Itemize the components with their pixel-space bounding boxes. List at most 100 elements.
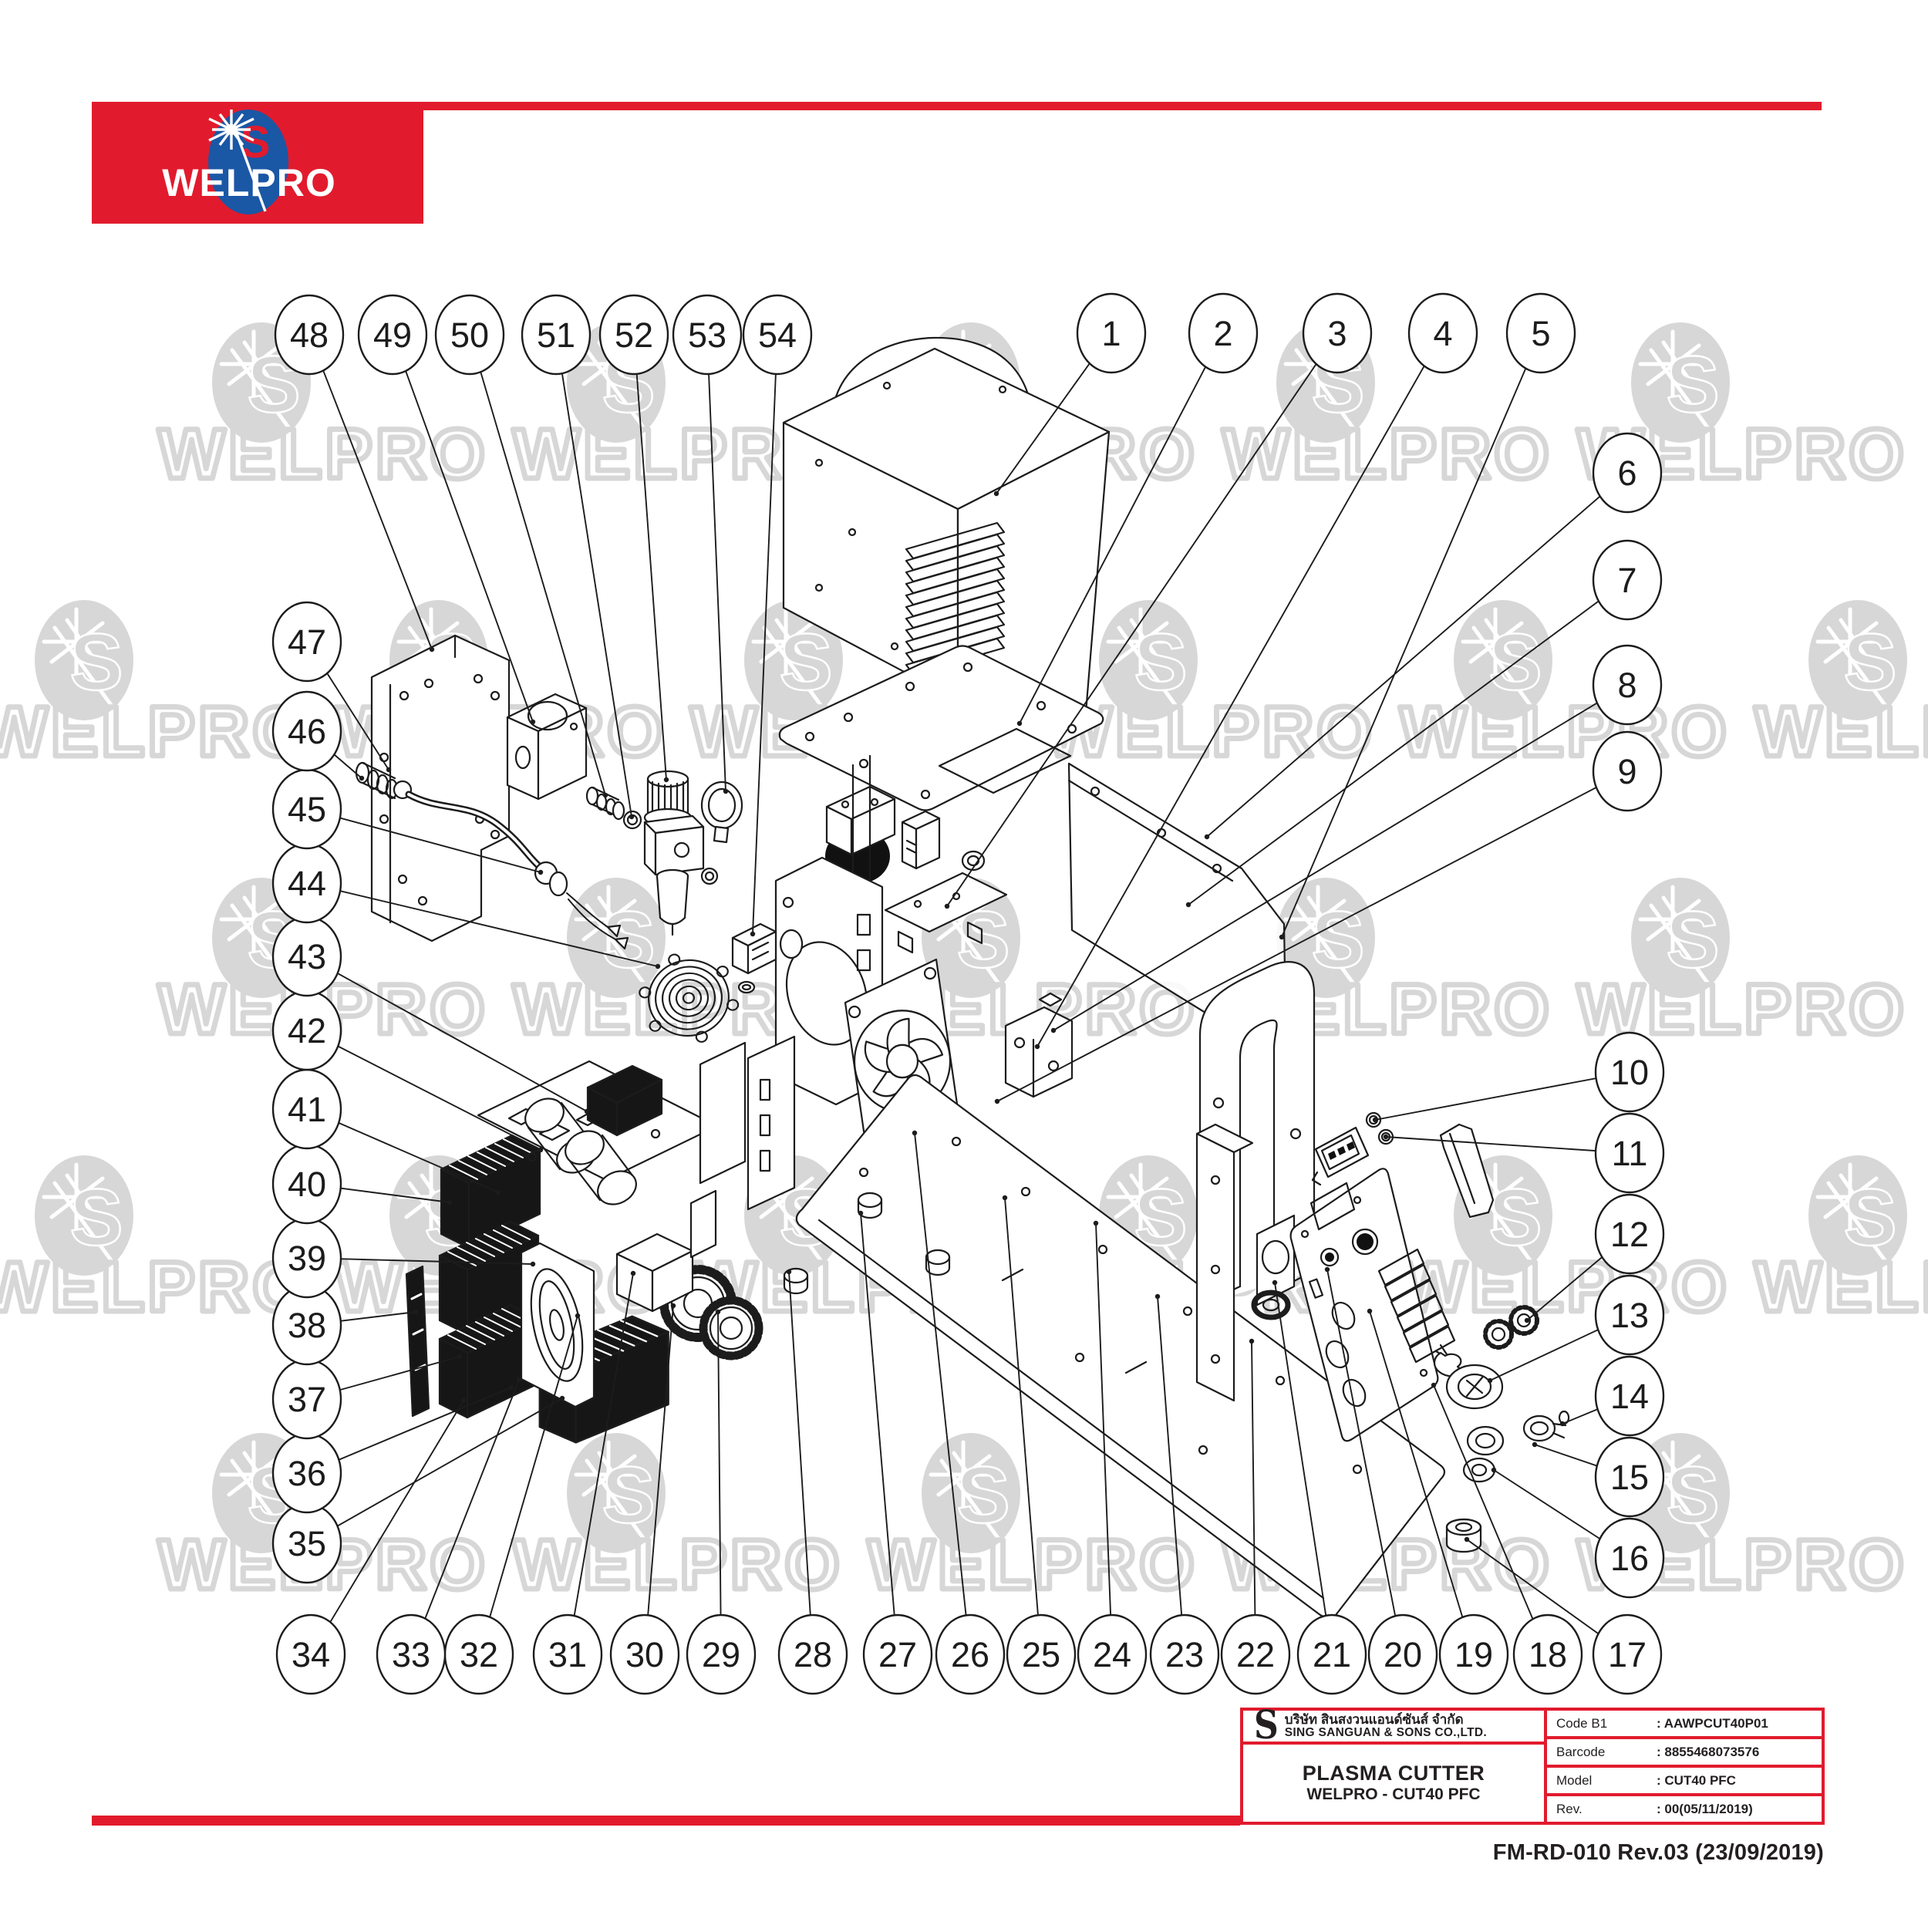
callout-number: 28 <box>794 1635 832 1674</box>
svg-text:S: S <box>1134 618 1187 707</box>
callout-40: 40 <box>271 1143 342 1225</box>
callout-number: 53 <box>688 315 726 355</box>
row-rev-value: : 00(05/11/2019) <box>1657 1801 1753 1816</box>
product-subtitle: WELPRO - CUT40 PFC <box>1306 1785 1481 1804</box>
callout-29: 29 <box>686 1613 757 1695</box>
callout-32: 32 <box>443 1613 514 1695</box>
svg-text:WELPRO: WELPRO <box>158 415 488 494</box>
callout-number: 54 <box>758 315 797 355</box>
callout-number: 36 <box>288 1454 326 1493</box>
leader-line-31 <box>567 1273 634 1654</box>
callout-19: 19 <box>1438 1613 1509 1695</box>
row-code-value: : AAWPCUT40P01 <box>1657 1715 1768 1731</box>
callout-number: 50 <box>450 315 489 355</box>
callout-49: 49 <box>357 294 428 376</box>
callout-18: 18 <box>1512 1613 1583 1695</box>
callout-46: 46 <box>271 690 342 772</box>
callout-26: 26 <box>935 1613 1006 1695</box>
callout-24: 24 <box>1077 1613 1148 1695</box>
svg-text:S: S <box>956 1451 1010 1540</box>
callout-number: 2 <box>1213 314 1232 353</box>
callout-48: 48 <box>274 294 345 376</box>
leader-line-45 <box>307 808 541 873</box>
header-logo: S WELPRO <box>92 102 423 224</box>
callout-number: 5 <box>1531 314 1550 353</box>
callout-number: 30 <box>625 1635 664 1674</box>
svg-text:S: S <box>602 1451 655 1540</box>
panel-plug <box>1522 1410 1570 1442</box>
panel-bracket-ring <box>1251 1214 1296 1320</box>
callout-37: 37 <box>271 1358 342 1440</box>
callout-number: 7 <box>1617 561 1636 600</box>
callout-number: 34 <box>292 1635 330 1674</box>
leader-line-5 <box>1281 332 1542 938</box>
top-cover <box>782 336 1111 733</box>
leader-line-23 <box>1157 1296 1185 1654</box>
callout-number: 8 <box>1617 666 1636 705</box>
callout-number: 20 <box>1384 1635 1422 1674</box>
leader-line-52 <box>633 335 667 781</box>
callout-number: 12 <box>1610 1215 1649 1254</box>
row-model: Model : CUT40 PFC <box>1547 1768 1822 1796</box>
bus-bar <box>405 1265 430 1418</box>
row-code-label: Code B1 <box>1556 1715 1608 1731</box>
company-s-icon: S <box>1254 1703 1279 1748</box>
svg-text:WELPRO: WELPRO <box>513 1526 843 1604</box>
callout-number: 51 <box>537 315 575 355</box>
callout-22: 22 <box>1220 1613 1291 1695</box>
leader-line-2 <box>1019 332 1224 724</box>
callout-number: 19 <box>1454 1635 1493 1674</box>
callout-41: 41 <box>271 1068 342 1150</box>
gauge-cap <box>700 781 743 885</box>
callout-10: 10 <box>1594 1031 1665 1113</box>
callout-7: 7 <box>1592 539 1663 621</box>
leader-line-3 <box>946 332 1338 907</box>
callout-number: 13 <box>1610 1296 1649 1335</box>
callout-number: 43 <box>288 937 326 976</box>
fan-grill <box>639 953 740 1043</box>
leader-line-30 <box>644 1305 674 1654</box>
row-barcode-label: Barcode <box>1556 1744 1606 1759</box>
svg-text:S: S <box>69 618 123 707</box>
welpro-logo-icon: S WELPRO <box>162 110 335 214</box>
leader-line-42 <box>306 1030 541 1151</box>
callout-number: 15 <box>1610 1458 1649 1497</box>
callout-number: 39 <box>288 1239 326 1278</box>
torch-socket <box>1433 1344 1504 1410</box>
logo-s-letter: S <box>241 117 271 167</box>
callout-number: 48 <box>290 315 329 355</box>
callout-12: 12 <box>1594 1193 1665 1275</box>
callout-14: 14 <box>1594 1355 1665 1437</box>
callout-number: 31 <box>548 1635 587 1674</box>
callout-number: 44 <box>288 864 326 903</box>
leader-line-10 <box>1374 1071 1630 1121</box>
callout-number: 4 <box>1433 314 1452 353</box>
leader-line-36 <box>306 1387 512 1474</box>
callout-43: 43 <box>271 915 342 997</box>
callout-number: 11 <box>1612 1134 1648 1173</box>
leader-line-18 <box>1433 1384 1549 1655</box>
callout-number: 32 <box>460 1635 498 1674</box>
row-rev-label: Rev. <box>1556 1801 1583 1816</box>
power-switch <box>731 922 777 994</box>
callout-42: 42 <box>271 990 342 1071</box>
svg-text:S: S <box>1311 895 1364 985</box>
svg-text:S: S <box>1666 1451 1719 1540</box>
row-barcode: Barcode : 8855468073576 <box>1547 1739 1822 1768</box>
leader-line-54 <box>752 335 778 935</box>
callout-34: 34 <box>275 1613 346 1695</box>
callout-44: 44 <box>271 842 342 924</box>
air-regulator <box>643 770 705 936</box>
leader-line-4 <box>1036 332 1444 1047</box>
svg-text:WELPRO: WELPRO <box>868 1526 1198 1604</box>
svg-text:WELPRO: WELPRO <box>0 693 311 771</box>
leader-line-11 <box>1385 1136 1630 1154</box>
leader-line-49 <box>392 334 534 723</box>
row-barcode-value: : 8855468073576 <box>1657 1744 1760 1759</box>
svg-text:S: S <box>1488 1173 1542 1263</box>
company-name-thai: บริษัท สินสงวนแอนด์ซันส์ จำกัด <box>1284 1711 1464 1727</box>
callout-number: 9 <box>1617 752 1636 791</box>
